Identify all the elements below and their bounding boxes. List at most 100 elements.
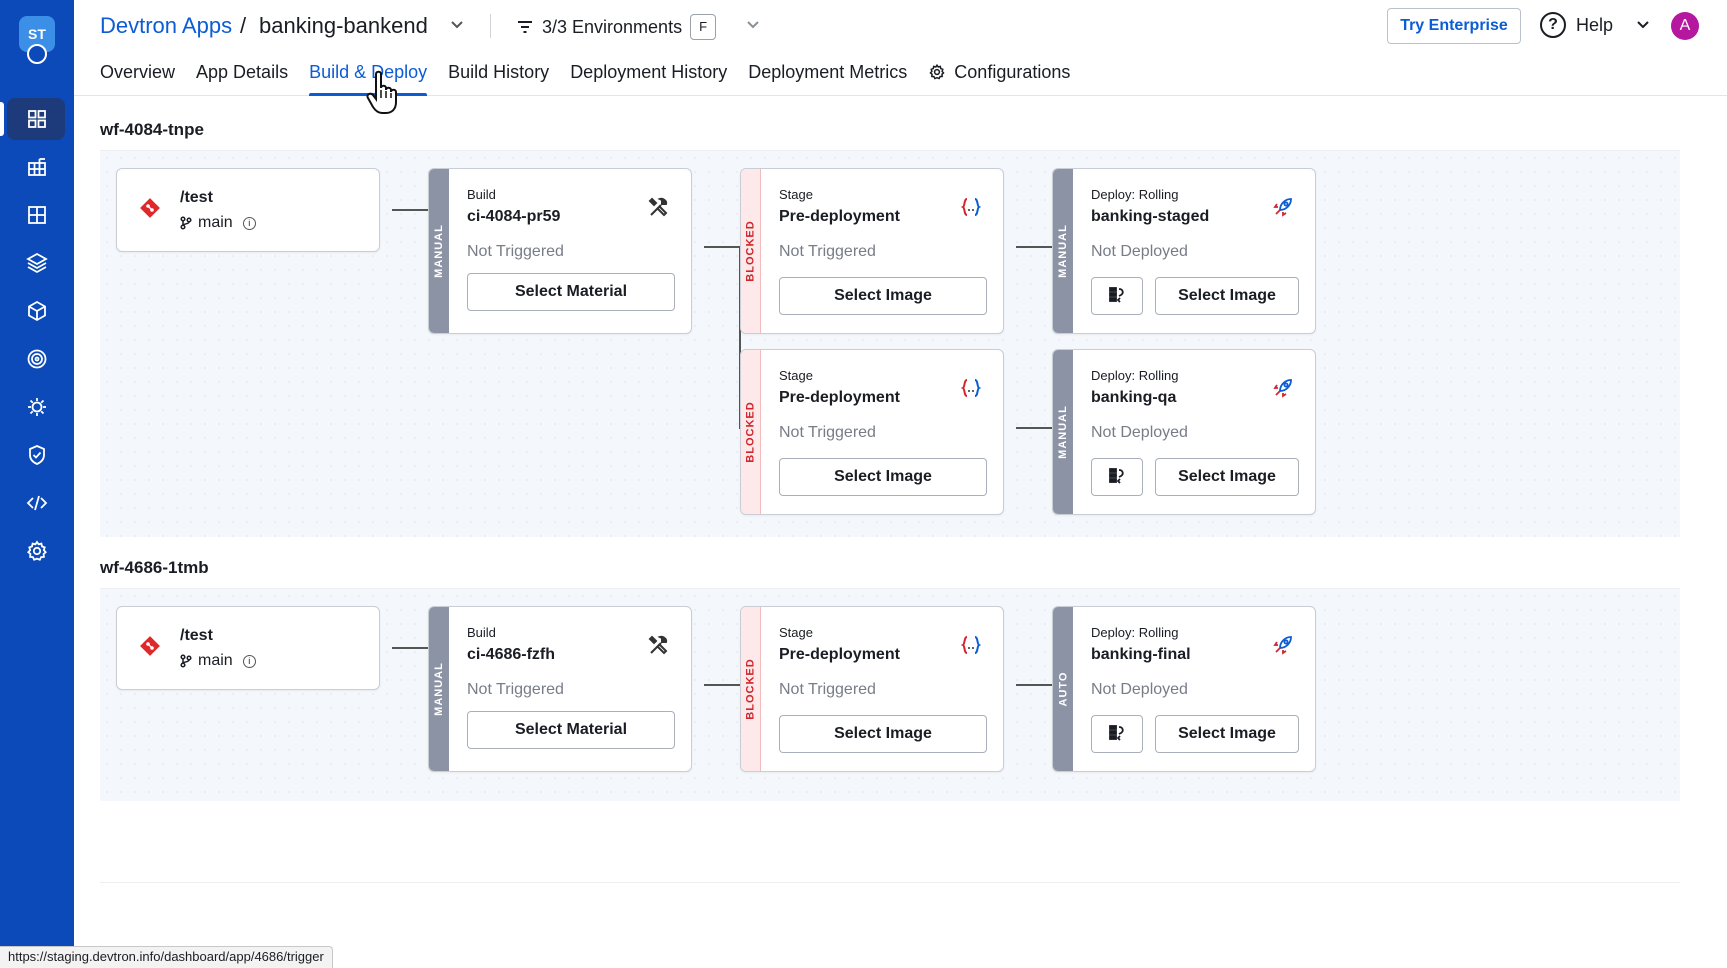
try-enterprise-button[interactable]: Try Enterprise — [1387, 8, 1521, 44]
select-image-button[interactable]: Select Image — [1155, 458, 1299, 496]
git-source-node[interactable]: /test main i — [116, 606, 380, 690]
nav-app-groups[interactable] — [0, 192, 74, 238]
tools-icon — [648, 197, 668, 217]
pre-deployment-node[interactable]: BLOCKED Stage Pre-deployment Not Trigger… — [740, 168, 1004, 334]
workflow-divider — [100, 588, 1680, 589]
page-title: banking-bankend — [259, 13, 428, 38]
node-name: ci-4686-fzfh — [467, 646, 556, 663]
breadcrumb-app-group[interactable]: Devtron Apps — [100, 13, 233, 38]
squares-icon — [28, 206, 46, 224]
node-kind: Build — [467, 625, 496, 640]
environment-filter[interactable]: 3/3 Environments F — [516, 14, 717, 40]
select-image-button[interactable]: Select Image — [779, 715, 987, 753]
help-label: Help — [1576, 14, 1614, 35]
tab-configurations[interactable]: Configurations — [928, 60, 1070, 96]
select-image-button[interactable]: Select Image — [1155, 277, 1299, 315]
blocked-strip: BLOCKED — [741, 607, 761, 771]
source-path: /test — [180, 627, 213, 644]
nav-policy[interactable] — [0, 432, 74, 478]
trigger-type-strip: MANUAL — [1053, 350, 1073, 514]
tab-deployment-history[interactable]: Deployment History — [570, 62, 728, 82]
select-image-button[interactable]: Select Image — [779, 458, 987, 496]
code-braces-icon — [960, 636, 982, 654]
trigger-type-strip: MANUAL — [429, 169, 449, 333]
tab-deployment-metrics[interactable]: Deployment Metrics — [748, 62, 908, 82]
rollback-icon — [1109, 468, 1124, 484]
nav-applications[interactable] — [0, 96, 74, 142]
node-status: Not Triggered — [779, 424, 876, 441]
select-material-button[interactable]: Select Material — [467, 711, 675, 749]
blocked-strip: BLOCKED — [741, 169, 761, 333]
nav-security[interactable] — [0, 336, 74, 382]
build-node[interactable]: MANUAL Build ci-4084-pr59 Not Triggered … — [428, 168, 692, 334]
browser-status-url: https://staging.devtron.info/dashboard/a… — [0, 946, 333, 968]
node-name: Pre-deployment — [779, 646, 900, 663]
blocked-strip: BLOCKED — [741, 350, 761, 514]
node-name: Pre-deployment — [779, 389, 900, 406]
devtron-logo-icon — [27, 44, 47, 64]
trigger-type-strip: MANUAL — [1053, 169, 1073, 333]
breadcrumb-separator: / — [240, 13, 247, 38]
pre-deployment-node[interactable]: BLOCKED Stage Pre-deployment Not Trigger… — [740, 349, 1004, 515]
tab-build-history[interactable]: Build History — [448, 62, 550, 82]
chevron-down-icon[interactable] — [1634, 16, 1652, 34]
info-icon[interactable]: i — [242, 654, 256, 668]
trigger-type-strip: AUTO — [1053, 607, 1073, 771]
build-deploy-content: wf-4084-tnpe /test main i — [74, 96, 1727, 968]
node-name: banking-qa — [1091, 389, 1177, 406]
node-kind: Stage — [779, 368, 813, 383]
hand-cursor-icon — [366, 70, 397, 114]
select-material-button[interactable]: Select Material — [467, 273, 675, 311]
rollback-button[interactable] — [1091, 458, 1143, 496]
nav-bulk-edit[interactable] — [0, 384, 74, 430]
environment-shortcut-badge: F — [690, 14, 717, 40]
avatar[interactable]: A — [1671, 12, 1699, 40]
node-kind: Deploy: Rolling — [1091, 368, 1179, 383]
tab-app-details[interactable]: App Details — [196, 62, 289, 82]
rocket-icon — [1273, 379, 1292, 398]
node-status: Not Deployed — [1091, 243, 1188, 260]
build-node[interactable]: MANUAL Build ci-4686-fzfh Not Triggered … — [428, 606, 692, 772]
git-source-node[interactable]: /test main i — [116, 168, 380, 252]
rollback-button[interactable] — [1091, 277, 1143, 315]
help-menu[interactable]: ? Help — [1540, 12, 1613, 38]
node-status: Not Triggered — [779, 681, 876, 698]
branch-name: main — [198, 652, 233, 669]
deploy-node[interactable]: AUTO Deploy: Rolling banking-final Not D… — [1052, 606, 1316, 772]
chevron-down-icon[interactable] — [448, 16, 466, 34]
nav-charts[interactable] — [0, 240, 74, 286]
deploy-node[interactable]: MANUAL Deploy: Rolling banking-qa Not De… — [1052, 349, 1316, 515]
app-header: Devtron Apps / banking-bankend 3/3 Envir… — [74, 0, 1727, 96]
deploy-node[interactable]: MANUAL Deploy: Rolling banking-staged No… — [1052, 168, 1316, 334]
chevron-down-icon[interactable] — [744, 16, 762, 34]
git-icon — [140, 636, 160, 656]
select-image-button[interactable]: Select Image — [1155, 715, 1299, 753]
nav-code[interactable] — [0, 480, 74, 526]
node-kind: Build — [467, 187, 496, 202]
sidebar: ST — [0, 0, 74, 968]
node-name: ci-4084-pr59 — [467, 208, 561, 225]
nav-resource-browser[interactable] — [0, 144, 74, 190]
node-kind: Deploy: Rolling — [1091, 187, 1179, 202]
select-image-button[interactable]: Select Image — [779, 277, 987, 315]
info-icon[interactable]: i — [242, 216, 256, 230]
branch-icon — [180, 654, 192, 668]
branch-icon — [180, 216, 192, 230]
code-braces-icon — [960, 198, 982, 216]
nav-global-config[interactable] — [0, 528, 74, 574]
tab-configurations-label: Configurations — [954, 62, 1071, 82]
environment-filter-label: 3/3 Environments — [542, 16, 683, 37]
branch-name: main — [198, 214, 233, 231]
pre-deployment-node[interactable]: BLOCKED Stage Pre-deployment Not Trigger… — [740, 606, 1004, 772]
cube-icon — [28, 300, 46, 322]
node-name: Pre-deployment — [779, 208, 900, 225]
rollback-button[interactable] — [1091, 715, 1143, 753]
help-icon: ? — [1540, 12, 1566, 38]
nav-deployment-groups[interactable] — [0, 288, 74, 334]
stack-icon — [26, 252, 48, 274]
node-status: Not Triggered — [779, 243, 876, 260]
tab-overview[interactable]: Overview — [100, 62, 176, 82]
workflow-canvas: /test main i MANUAL Build ci-4686-fzfh N… — [100, 589, 1680, 801]
node-kind: Stage — [779, 625, 813, 640]
workflow-divider — [100, 882, 1680, 883]
